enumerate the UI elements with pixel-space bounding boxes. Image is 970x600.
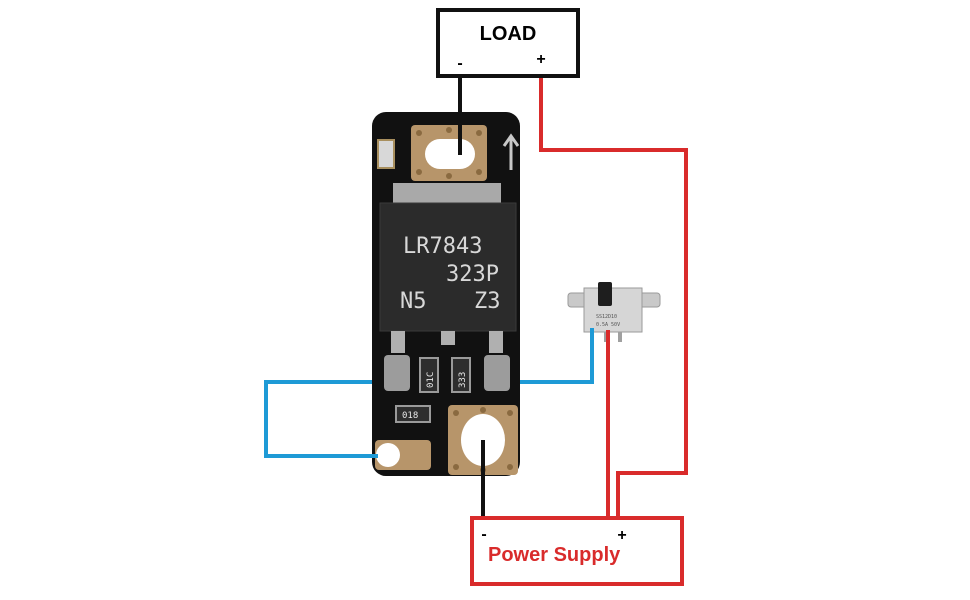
status-led (377, 139, 395, 169)
load-title: LOAD (480, 23, 537, 45)
output-terminal-hole (425, 139, 475, 169)
smd-resistor-2 (451, 357, 471, 393)
solder-pad-right (484, 355, 510, 391)
smd-resistor-3 (395, 405, 431, 423)
switch-marking-2: 0.5A 50V (596, 322, 620, 328)
switch-lever (598, 282, 612, 306)
power-supply-minus-label: - (481, 526, 486, 543)
chip-leg-gate (391, 331, 405, 353)
mosfet-module: LR7843 323P N5 Z3 01C 333 018 (372, 112, 520, 476)
solder-pad-left (384, 355, 410, 391)
mosfet-chip (379, 202, 517, 332)
chip-lot-left: N5 (400, 289, 427, 314)
load-box: LOAD - + (436, 8, 580, 78)
signal-pad-hole (376, 443, 400, 467)
smd-resistor-1-label: 01C (426, 372, 436, 388)
heat-tab (393, 183, 501, 205)
slide-switch: SS12D10 0.5A 50V (567, 282, 661, 342)
switch-body (583, 287, 643, 333)
power-supply-frame (470, 516, 684, 586)
arrow-up-icon (502, 133, 520, 170)
load-minus-label: - (457, 55, 462, 72)
chip-code: 323P (446, 262, 499, 287)
power-supply-box: - + Power Supply (470, 516, 684, 586)
switch-marking-1: SS12D10 (596, 314, 617, 320)
wires (264, 74, 688, 518)
chip-part-number: LR7843 (403, 234, 482, 259)
signal-wire-switch (520, 328, 594, 384)
chip-lot-right: Z3 (474, 289, 501, 314)
smd-resistor-1 (419, 357, 439, 393)
smd-resistor-2-label: 333 (458, 372, 468, 388)
load-box-frame (436, 8, 580, 78)
power-supply-plus-label: + (617, 527, 626, 544)
load-plus-label: + (536, 51, 545, 68)
positive-wire-load (539, 74, 688, 518)
chip-leg-drain (441, 331, 455, 345)
smd-resistor-3-label: 018 (402, 411, 418, 421)
chip-leg-source (489, 331, 503, 353)
power-supply-title: Power Supply (488, 544, 621, 566)
terminal-vias-top (416, 127, 482, 179)
signal-wire-gate (264, 380, 378, 458)
